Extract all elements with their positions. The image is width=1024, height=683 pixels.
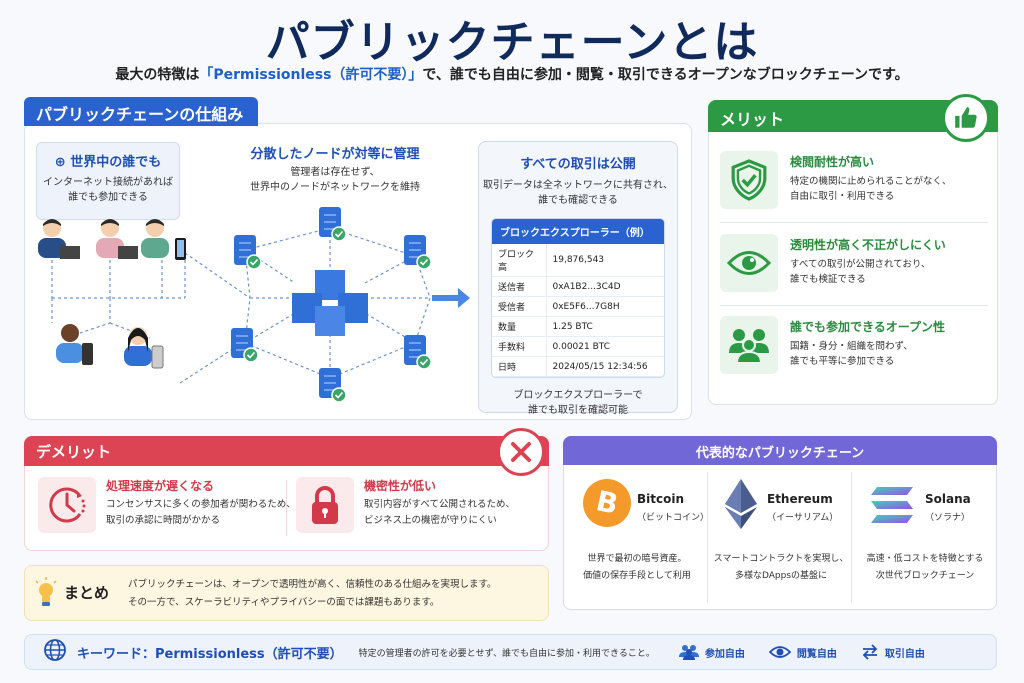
anyone-card: ⊕ 世界中の誰でも インターネット接続があれば 誰でも参加できる — [36, 142, 180, 220]
explorer-title: ブロックエクスプローラー（例） — [492, 219, 664, 244]
chain-card-bitcoin: B Bitcoin （ビットコイン） 世界で最初の暗号資産。価値の保存手段として… — [565, 465, 709, 610]
page-title: パブリックチェーンとは — [265, 17, 759, 68]
public-transactions-card: すべての取引は公開 取引データは全ネットワークに共有され、 誰でも確認できる ブ… — [478, 141, 678, 416]
node-server-icon — [318, 206, 347, 242]
lightbulb-icon — [34, 577, 58, 613]
distributed-desc: 管理者は存在せず、 世界中のノードがネットワークを維持 — [250, 167, 420, 193]
demerit-item: 機密性が低い 取引内容がすべて公開されるため、ビジネス上の機密が守りにくい — [296, 477, 515, 539]
divider — [720, 305, 988, 306]
divider — [720, 222, 988, 223]
page-subtitle: 最大の特徴は「Permissionless（許可不要）」で、誰でも自由に参加・閲… — [0, 64, 1024, 84]
summary-text: パブリックチェーンは、オープンで透明性が高く、信頼性のある仕組みを実現します。 … — [128, 579, 497, 608]
user-avatar — [141, 219, 186, 260]
network-diagram — [38, 206, 470, 403]
user-avatar — [56, 324, 93, 365]
bitcoin-icon: B — [583, 479, 631, 531]
tag-join-freely: 参加自由 — [678, 644, 745, 660]
node-server-icon — [233, 234, 262, 270]
divider — [707, 472, 708, 602]
arrow-right-icon — [432, 288, 470, 308]
subtitle-text: 最大の特徴は — [115, 67, 200, 83]
clock-icon — [38, 477, 96, 533]
people-icon — [678, 645, 699, 660]
ethereum-icon — [725, 479, 757, 533]
user-avatar — [124, 327, 164, 369]
shield-check-icon — [720, 151, 778, 209]
lock-icon — [296, 477, 354, 533]
merit-item: 検閲耐性が高い 特定の機関に止められることがなく、自由に取引・利用できる — [720, 151, 990, 223]
chain-card-solana: Solana （ソラナ） 高速・低コストを特徴とする次世代ブロックチェーン — [853, 465, 997, 610]
eye-icon — [720, 234, 778, 292]
tag-trade-freely: 取引自由 — [861, 644, 925, 660]
blockchain-cubes-icon — [292, 270, 368, 336]
eye-icon — [768, 646, 791, 658]
public-footnote: ブロックエクスプローラーで 誰でも取引を確認可能 — [513, 390, 643, 416]
anyone-heading: ⊕ 世界中の誰でも — [54, 155, 162, 170]
divider — [851, 472, 852, 602]
distributed-heading: 分散したノードが対等に管理 — [250, 147, 420, 162]
globe-icon: ⊕ — [54, 155, 66, 170]
tag-view-freely: 閲覧自由 — [768, 645, 837, 660]
divider — [286, 480, 287, 536]
exchange-icon — [862, 644, 878, 660]
keyword-label: キーワード：Permissionless（許可不要） — [77, 646, 343, 662]
demerit-item: 処理速度が遅くなる コンセンサスに多くの参加者が関わるため、取引の承認に時間がか… — [38, 477, 296, 539]
chains-header: 代表的なパブリックチェーン — [563, 436, 997, 465]
demerit-header: デメリット — [24, 436, 549, 466]
public-heading: すべての取引は公開 — [520, 157, 636, 172]
keyword-desc: 特定の管理者の許可を必要とせず、誰でも自由に参加・利用できること。 — [358, 648, 655, 659]
merit-item: 誰でも参加できるオープン性 国籍・身分・組織を問わず、誰でも平等に参加できる — [720, 316, 990, 388]
solana-icon — [871, 487, 913, 527]
node-server-icon — [403, 334, 432, 370]
summary-heading: まとめ — [64, 584, 110, 602]
people-icon — [720, 316, 778, 374]
globe-icon — [43, 638, 67, 666]
keyword-bar: キーワード：Permissionless（許可不要） 特定の管理者の許可を必要と… — [24, 634, 997, 670]
anyone-desc: インターネット接続があれば 誰でも参加できる — [43, 177, 173, 203]
public-desc: 取引データは全ネットワークに共有され、 誰でも確認できる — [482, 180, 674, 206]
chains-panel — [563, 436, 997, 610]
merit-item: 透明性が高く不正がしにくい すべての取引が公開されており、誰でも検証できる — [720, 234, 990, 306]
subtitle-highlight: 「Permissionless（許可不要）」 — [199, 67, 423, 83]
mechanism-tab: パブリックチェーンの仕組み — [24, 97, 258, 126]
x-icon — [497, 428, 545, 476]
user-avatar — [38, 219, 80, 259]
chain-card-ethereum: Ethereum （イーサリアム） スマートコントラクトを実現し、多様なDApp… — [709, 465, 853, 610]
summary-panel — [24, 565, 549, 621]
subtitle-text-end: で、誰でも自由に参加・閲覧・取引できるオープンなブロックチェーンです。 — [422, 67, 909, 83]
node-server-icon — [403, 234, 432, 270]
user-avatar — [96, 219, 138, 259]
node-server-icon — [230, 327, 259, 363]
thumbs-up-icon — [942, 94, 990, 142]
